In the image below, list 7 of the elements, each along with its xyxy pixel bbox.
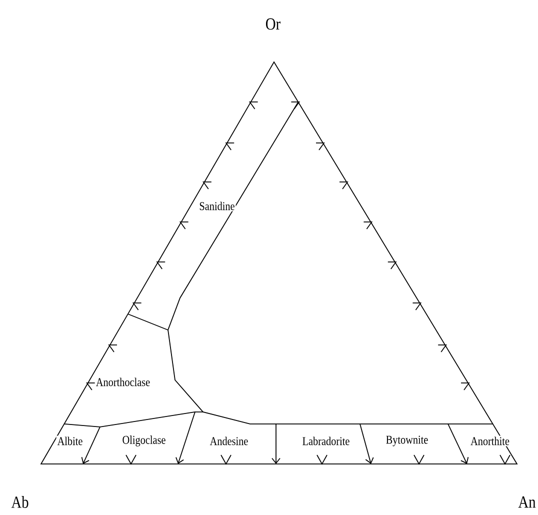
- field-label: Oligoclase: [121, 434, 167, 448]
- corner-label: An: [518, 496, 536, 508]
- field-label: Anorthite: [470, 436, 510, 446]
- field-label: Bytownite: [384, 434, 430, 448]
- corner-label: Ab: [11, 496, 28, 508]
- field-label: Sanidine: [198, 200, 236, 212]
- corner-label: Or: [266, 18, 280, 30]
